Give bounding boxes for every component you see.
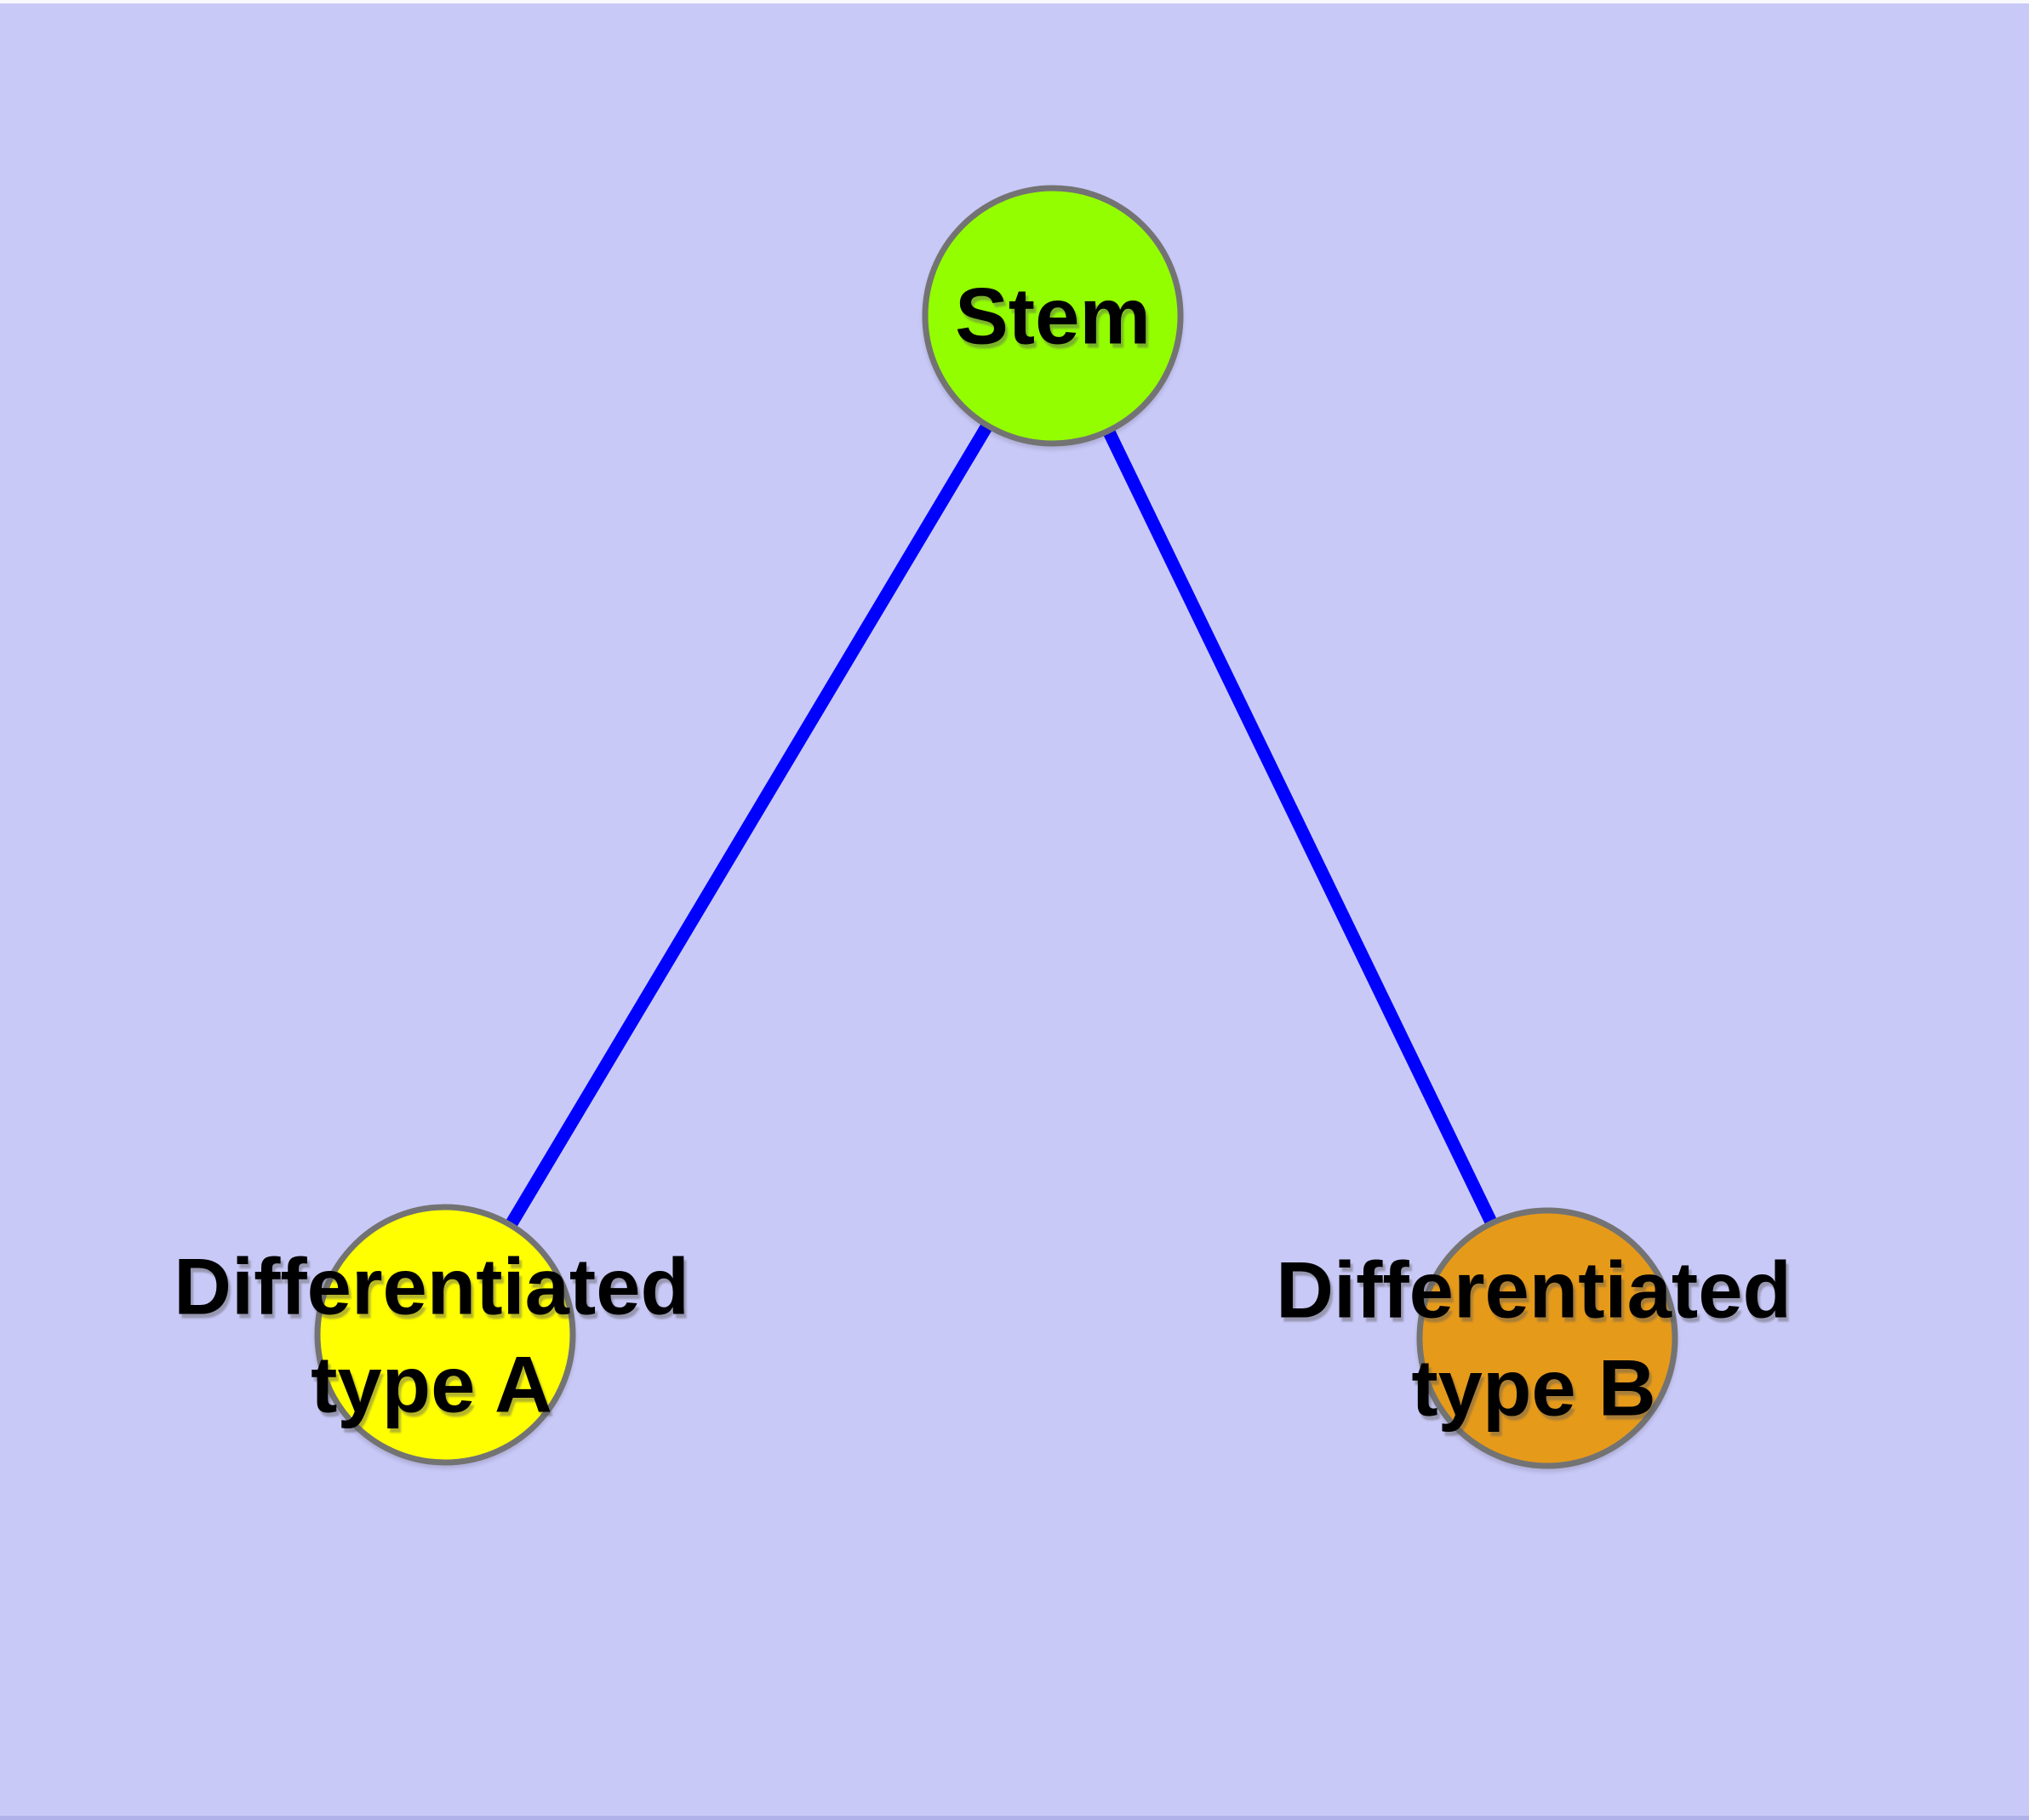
node-type-a-label-line1: Differentiated xyxy=(174,1242,689,1331)
top-margin-strip xyxy=(0,0,2029,3)
node-type-b-label-line2: type B xyxy=(1411,1343,1655,1433)
node-stem-label: Stem xyxy=(955,272,1151,361)
node-type-b-label-line1: Differentiated xyxy=(1276,1245,1792,1335)
bottom-margin-strip xyxy=(0,1816,2029,1820)
node-stem xyxy=(922,185,1184,447)
edge-stem-to-type-b xyxy=(1047,312,1553,1342)
node-differentiated-type-b xyxy=(1416,1207,1678,1469)
node-differentiated-type-a xyxy=(314,1204,576,1466)
edge-stem-to-type-a xyxy=(439,312,1059,1338)
node-type-a-label-line2: type A xyxy=(311,1340,552,1429)
